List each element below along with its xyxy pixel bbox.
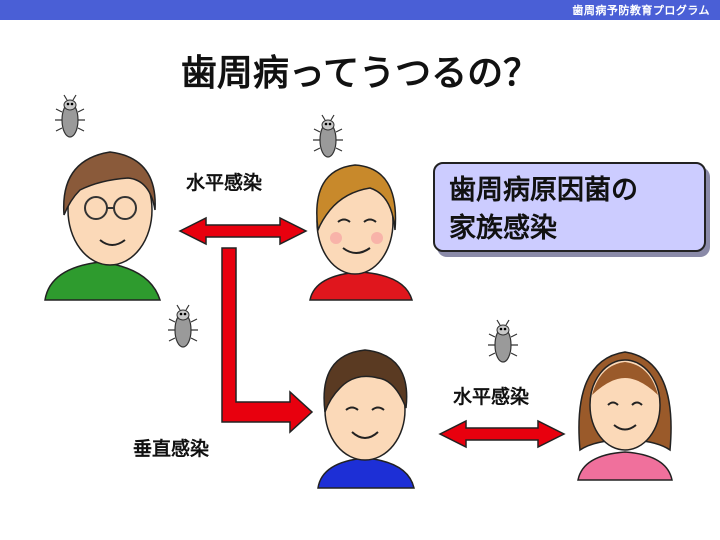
callout-line-1: 歯周病原因菌の bbox=[449, 175, 638, 206]
slide-title: 歯周病ってうつるの？ bbox=[180, 53, 540, 94]
mother-icon bbox=[309, 164, 413, 301]
bacteria-icon bbox=[167, 304, 199, 348]
partner-icon bbox=[577, 351, 673, 481]
horizontal-arrow-top bbox=[178, 216, 308, 246]
bacteria-icon bbox=[54, 94, 86, 138]
callout-box: 歯周病原因菌の 家族感染 bbox=[433, 162, 706, 252]
program-title: 歯周病予防教育プログラム bbox=[572, 4, 710, 17]
horizontal-arrow-bottom bbox=[438, 419, 566, 449]
vertical-infection-label: 垂直感染 bbox=[133, 438, 210, 460]
horizontal-infection-label-top: 水平感染 bbox=[186, 172, 263, 194]
callout-line-2: 家族感染 bbox=[449, 213, 557, 244]
bacteria-icon bbox=[487, 319, 519, 363]
header-bar: 歯周病予防教育プログラム bbox=[0, 0, 720, 20]
bacteria-icon bbox=[312, 114, 344, 158]
child-icon bbox=[317, 349, 415, 489]
horizontal-infection-label-bottom: 水平感染 bbox=[453, 386, 530, 408]
grandfather-icon bbox=[44, 151, 162, 301]
vertical-arrow bbox=[221, 247, 314, 434]
